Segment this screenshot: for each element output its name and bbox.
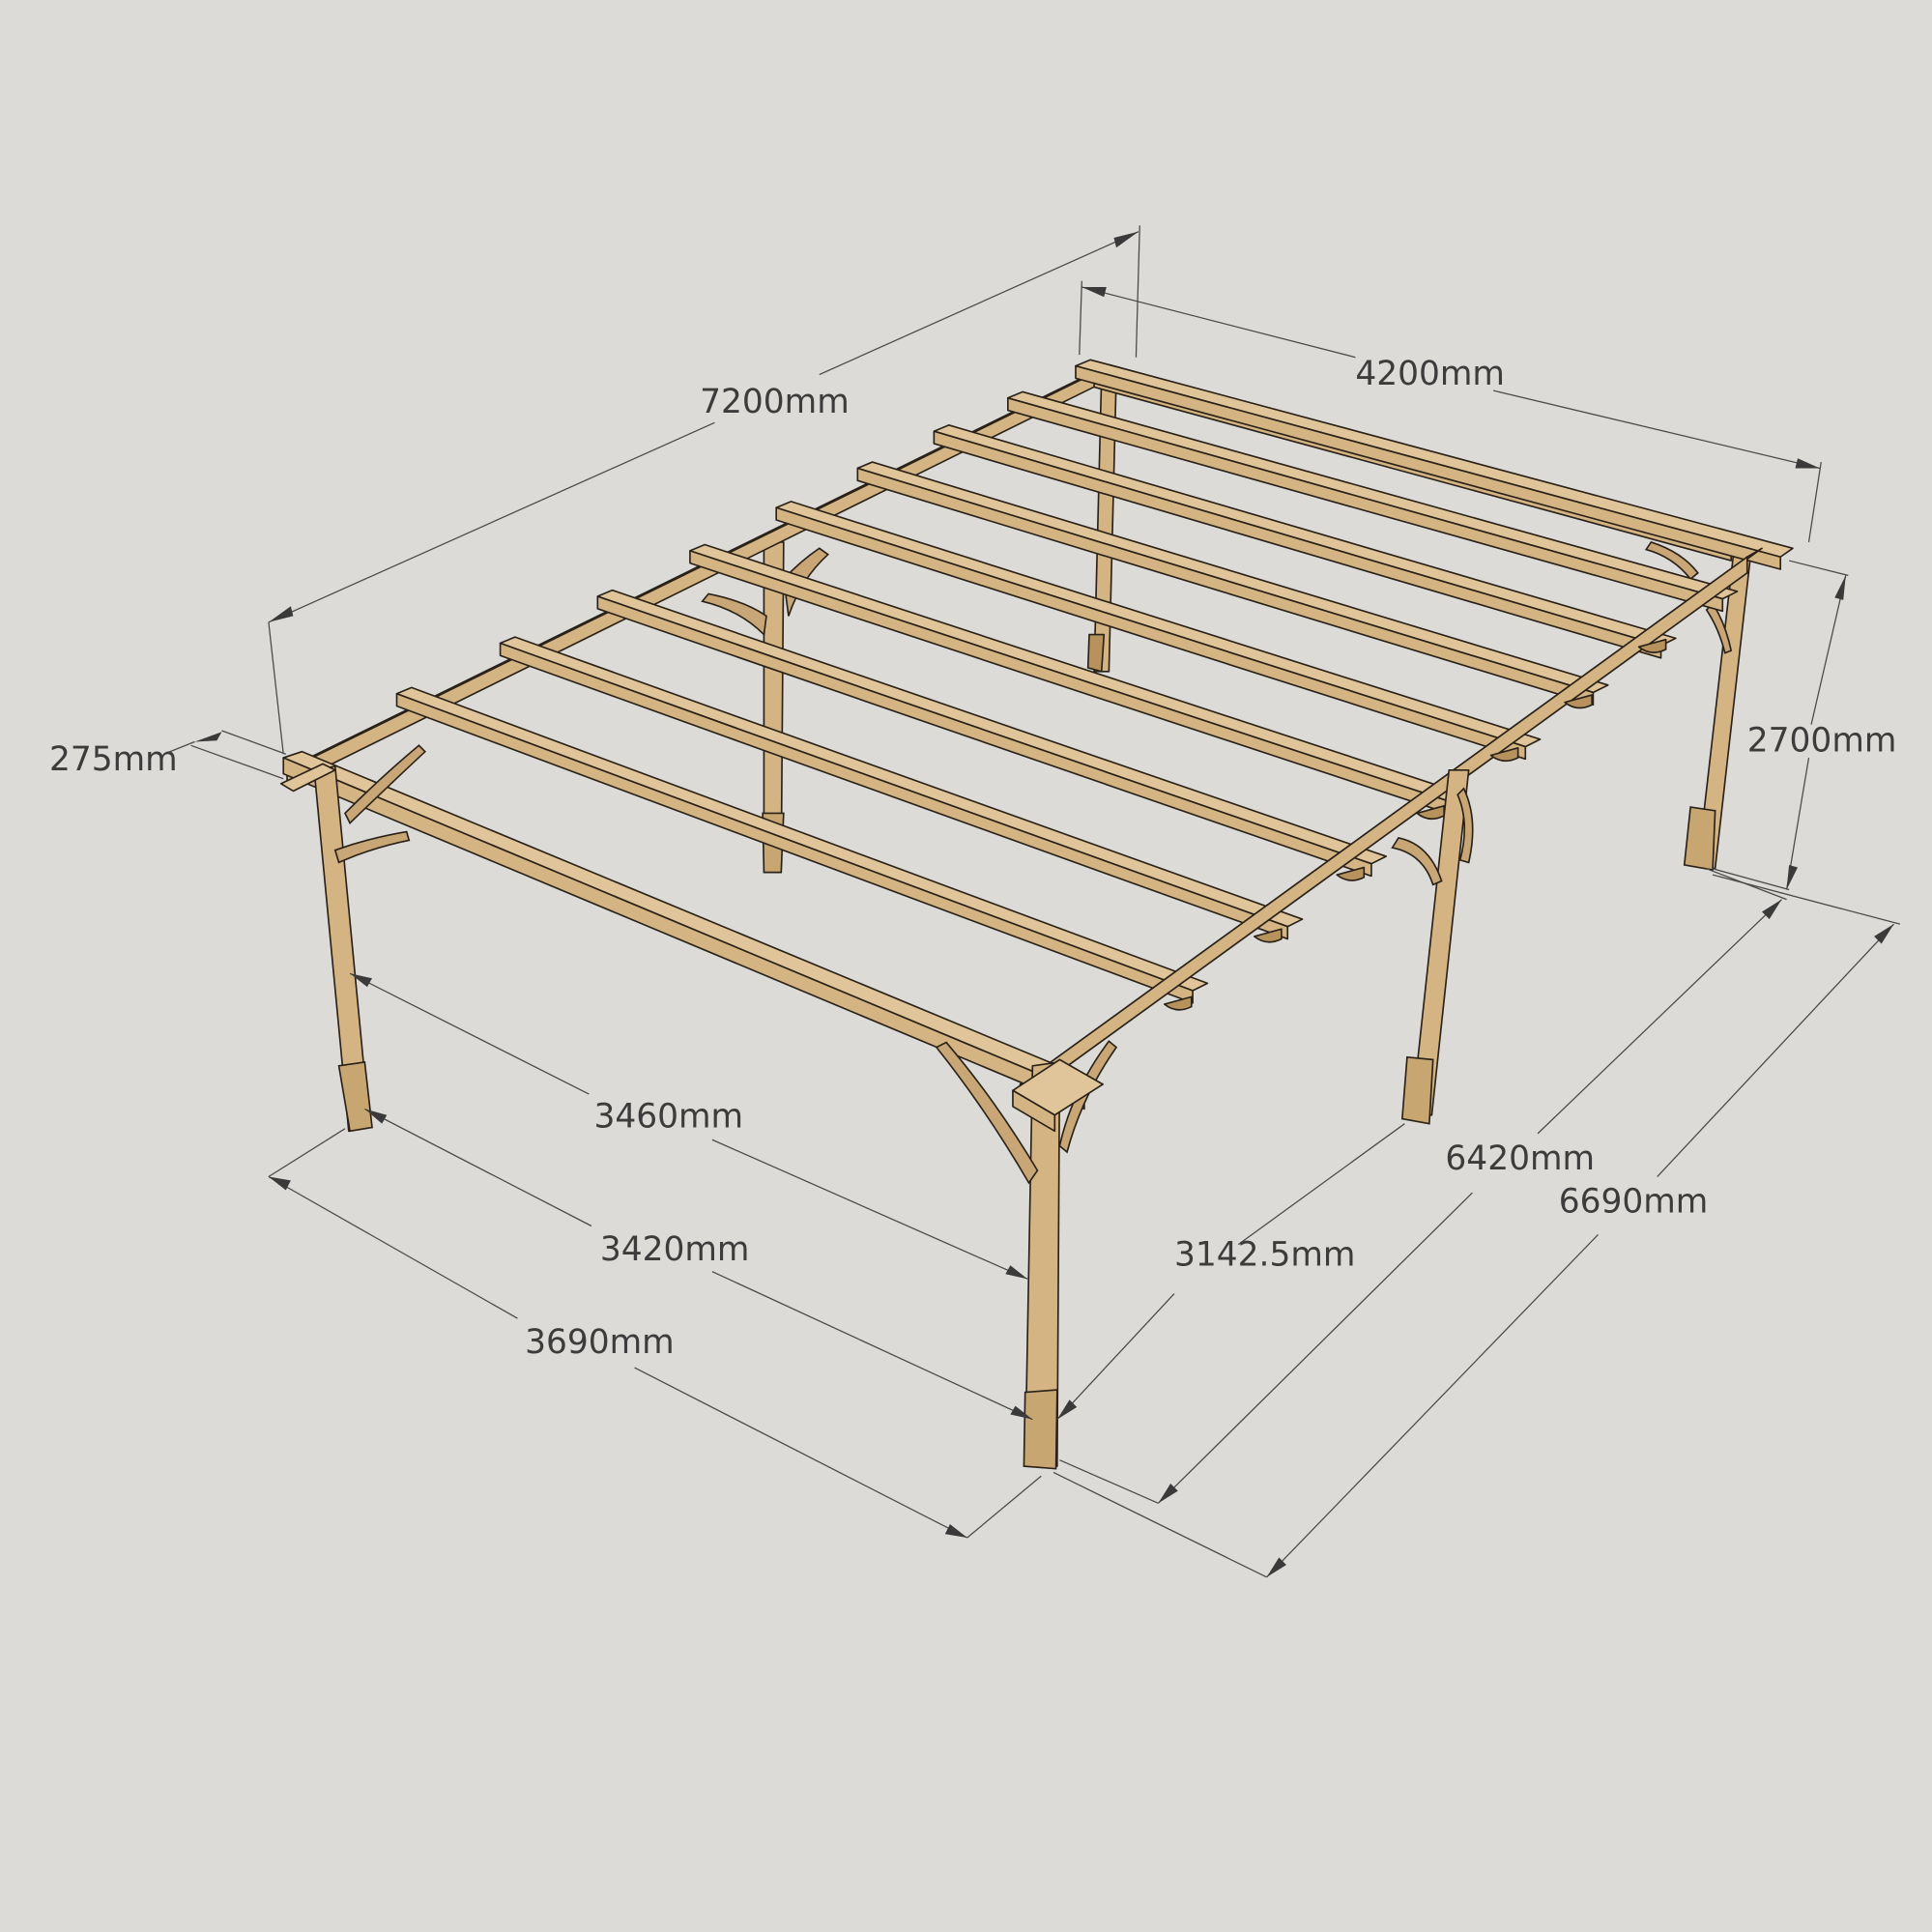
dim-label-6690: 6690mm [1559, 1182, 1709, 1221]
dim-label-3142: 3142.5mm [1174, 1235, 1355, 1274]
post-front-left [279, 744, 427, 1133]
rafter-4 [856, 461, 1609, 706]
rafter-2 [1007, 390, 1739, 613]
rafter-8 [499, 636, 1304, 940]
dim-275: 275mm [49, 730, 286, 780]
pergola-structure [279, 359, 1794, 1470]
post-front-right [935, 1040, 1118, 1470]
dim-label-6420: 6420mm [1445, 1139, 1595, 1178]
rafters [395, 359, 1794, 1004]
dim-label-3460: 3460mm [593, 1098, 743, 1137]
dim-2700: 2700mm [1712, 560, 1897, 891]
dim-3142: 3142.5mm [1056, 1123, 1405, 1421]
dim-6690: 6690mm [1053, 874, 1901, 1578]
dim-4200: 4200mm [1079, 280, 1822, 543]
rafter-9 [395, 686, 1209, 1004]
dim-3690: 3690mm [268, 1128, 1042, 1539]
dim-label-275: 275mm [49, 740, 178, 779]
dim-7200: 7200mm [268, 225, 1140, 755]
dim-6420: 6420mm [1059, 868, 1787, 1504]
dim-3420: 3420mm [364, 1108, 1033, 1421]
post-back-left [1086, 375, 1117, 673]
post-right-middle [1391, 768, 1474, 1125]
rafter-3 [933, 424, 1677, 659]
dimension-lines: 7200mm 4200mm 275mm 27 [49, 225, 1901, 1578]
dim-label-2700: 2700mm [1747, 722, 1897, 761]
rafter-5 [775, 501, 1542, 761]
dim-label-7200: 7200mm [700, 383, 850, 421]
dim-label-3420: 3420mm [600, 1230, 750, 1269]
dim-label-4200: 4200mm [1355, 355, 1505, 393]
dim-3460: 3460mm [349, 972, 1028, 1280]
rafter-7 [596, 589, 1388, 878]
dim-label-3690: 3690mm [525, 1323, 675, 1362]
rafter-1 [1075, 359, 1794, 570]
